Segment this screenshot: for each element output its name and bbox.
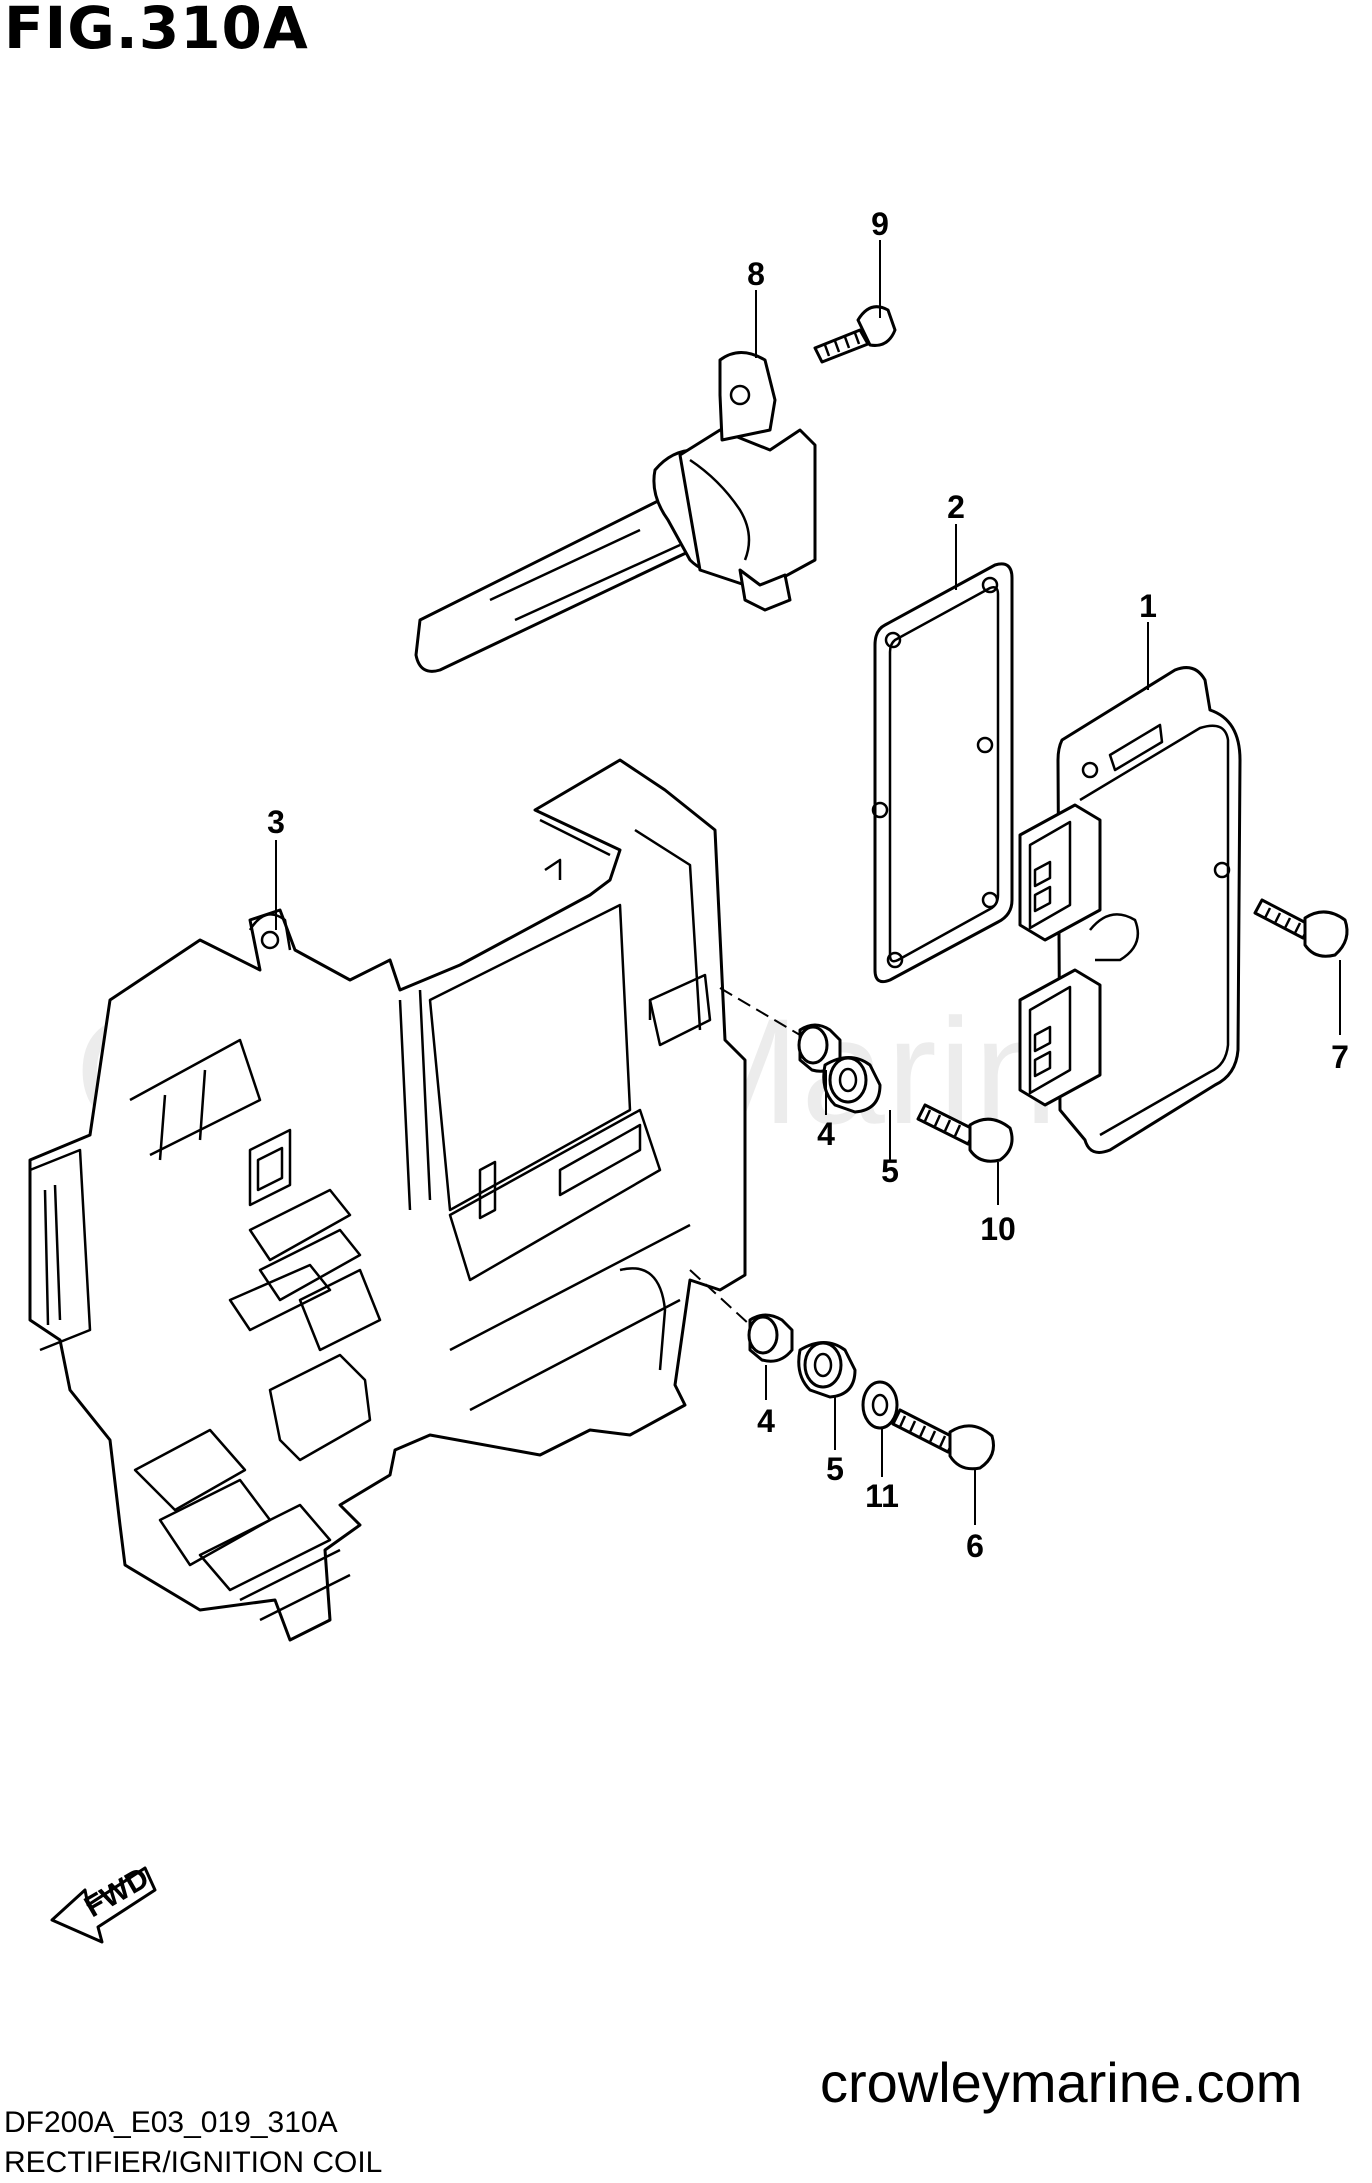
gasket-part-2[interactable]	[871, 562, 1014, 984]
callout-6: 6	[966, 1528, 984, 1564]
callout-5-lower: 5	[826, 1451, 844, 1487]
leader-lines	[275, 240, 1341, 1525]
bolt-part-6[interactable]	[891, 1408, 995, 1471]
callout-4-lower: 4	[757, 1403, 775, 1439]
collar-part-4-lower[interactable]	[747, 1313, 794, 1363]
callout-10: 10	[980, 1211, 1016, 1247]
bracket-part-3[interactable]	[28, 758, 747, 1642]
assembly-line-upper	[719, 987, 801, 1036]
fwd-arrow-icon: FWD	[50, 1861, 157, 1944]
callout-5-upper: 5	[881, 1153, 899, 1189]
callout-3: 3	[267, 804, 285, 840]
callout-7: 7	[1331, 1039, 1349, 1075]
figure-code: DF200A_E03_019_310A	[4, 2106, 338, 2139]
grommet-part-5-upper[interactable]	[822, 1056, 882, 1114]
bolt-part-10[interactable]	[916, 1103, 1014, 1163]
figure-title: FIG.310A	[4, 0, 309, 62]
callout-2: 2	[947, 489, 965, 525]
collar-part-4-upper[interactable]	[797, 1023, 842, 1073]
figure-name: RECTIFIER/IGNITION COIL	[4, 2146, 383, 2179]
callout-11: 11	[865, 1478, 899, 1514]
callout-9: 9	[871, 206, 889, 242]
washer-part-11[interactable]	[861, 1380, 899, 1430]
rectifier-part-1[interactable]	[1018, 666, 1242, 1154]
bolt-part-9[interactable]	[813, 305, 897, 364]
grommet-part-5-lower[interactable]	[797, 1341, 857, 1399]
bolt-part-7[interactable]	[1253, 898, 1349, 958]
callout-4-upper: 4	[817, 1116, 835, 1152]
ignition-coil-part-8[interactable]	[414, 351, 817, 673]
callout-1: 1	[1139, 588, 1157, 624]
assembly-line-lower	[689, 1269, 751, 1326]
callout-8: 8	[747, 256, 765, 292]
website-url[interactable]: crowleymarine.com	[820, 2051, 1303, 2114]
